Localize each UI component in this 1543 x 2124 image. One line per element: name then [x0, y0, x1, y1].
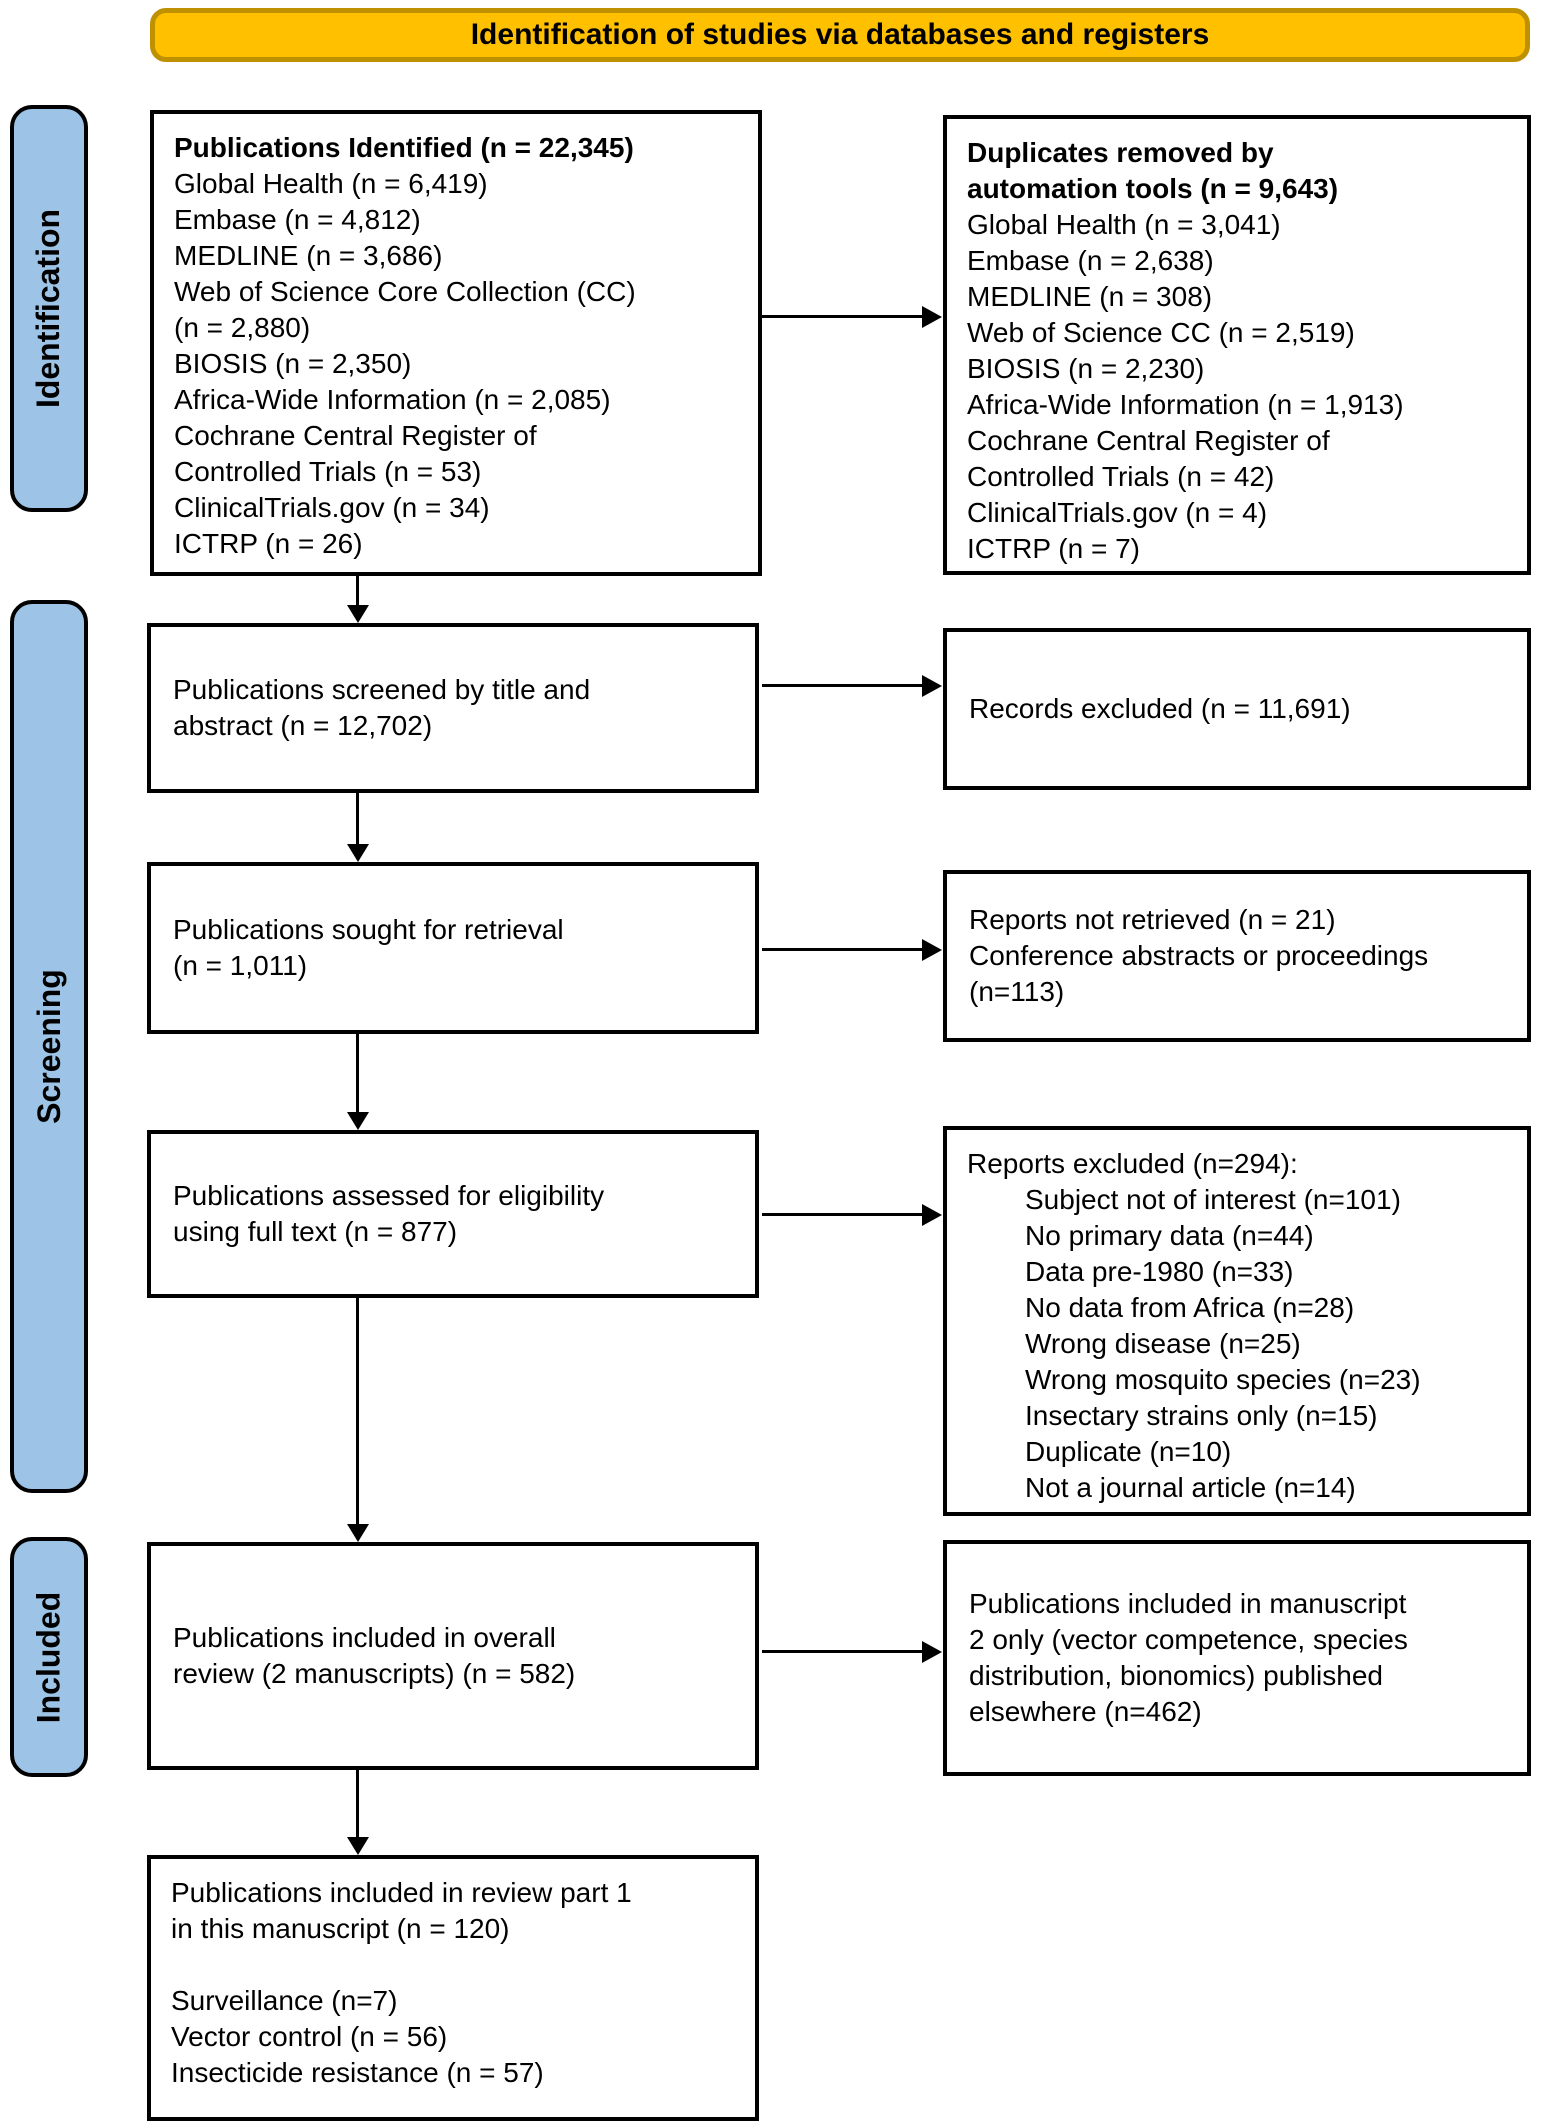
arrow-screened-to-records-excluded — [762, 684, 922, 687]
box-line: Publications included in manuscript — [969, 1588, 1407, 1619]
box-line: (n = 1,011) — [173, 950, 308, 981]
arrow-assessed-to-overall — [356, 1298, 359, 1525]
box-line: Duplicate (n=10) — [1025, 1436, 1232, 1467]
box-line: Reports not retrieved (n = 21) — [969, 904, 1336, 935]
arrow-sought-to-assessed — [356, 1034, 359, 1113]
box-line: BIOSIS (n = 2,230) — [967, 353, 1205, 384]
box-line: ICTRP (n = 7) — [967, 533, 1140, 564]
arrow-identified-to-duplicates — [762, 315, 922, 318]
box-line: distribution, bionomics) published — [969, 1660, 1383, 1691]
stage-rail-screening: Screening — [10, 600, 88, 1493]
box-line: abstract (n = 12,702) — [173, 710, 433, 741]
box-line: Vector control (n = 56) — [171, 2021, 448, 2052]
box-line: Publications included in overall — [173, 1622, 556, 1653]
stage-label-included: Included — [30, 1591, 67, 1723]
box-line: Records excluded (n = 11,691) — [969, 693, 1351, 724]
box-line: Data pre-1980 (n=33) — [1025, 1256, 1294, 1287]
box-line: Publications screened by title and — [173, 674, 591, 705]
box-line: Africa-Wide Information (n = 2,085) — [174, 384, 611, 415]
box-line: Reports excluded (n=294): — [967, 1148, 1298, 1179]
box-line: MEDLINE (n = 3,686) — [174, 240, 443, 271]
box-publications-included-overall: Publications included in overall review … — [147, 1542, 759, 1770]
box-line: Publications sought for retrieval — [173, 914, 564, 945]
box-records-excluded: Records excluded (n = 11,691) — [943, 628, 1531, 790]
box-publications-sought: Publications sought for retrieval (n = 1… — [147, 862, 759, 1034]
box-line: Insecticide resistance (n = 57) — [171, 2057, 544, 2088]
box-line: Publications included in review part 1 — [171, 1877, 632, 1908]
box-line: ICTRP (n = 26) — [174, 528, 363, 559]
stage-rail-included: Included — [10, 1537, 88, 1777]
box-line: ClinicalTrials.gov (n = 4) — [967, 497, 1268, 528]
box-line: Wrong disease (n=25) — [1025, 1328, 1301, 1359]
box-line: Wrong mosquito species (n=23) — [1025, 1364, 1421, 1395]
box-line: Not a journal article (n=14) — [1025, 1472, 1356, 1503]
box-publications-screened: Publications screened by title and abstr… — [147, 623, 759, 793]
box-line: BIOSIS (n = 2,350) — [174, 348, 412, 379]
box-line: Surveillance (n=7) — [171, 1985, 398, 2016]
arrow-screened-to-sought — [356, 793, 359, 845]
box-line: Web of Science Core Collection (CC) — [174, 276, 636, 307]
arrow-overall-to-part1 — [356, 1770, 359, 1838]
box-included-manuscript2-only: Publications included in manuscript 2 on… — [943, 1540, 1531, 1776]
box-line: Controlled Trials (n = 53) — [174, 456, 482, 487]
box-line: No primary data (n=44) — [1025, 1220, 1314, 1251]
box-line: elsewhere (n=462) — [969, 1696, 1202, 1727]
stage-label-screening: Screening — [30, 969, 67, 1124]
box-line: Embase (n = 2,638) — [967, 245, 1214, 276]
box-line: MEDLINE (n = 308) — [967, 281, 1213, 312]
box-line: Web of Science CC (n = 2,519) — [967, 317, 1355, 348]
diagram-title: Identification of studies via databases … — [470, 18, 1210, 51]
box-line: Subject not of interest (n=101) — [1025, 1184, 1401, 1215]
box-line: Embase (n = 4,812) — [174, 204, 421, 235]
box-reports-excluded: Reports excluded (n=294): Subject not of… — [943, 1126, 1531, 1516]
box-line: ClinicalTrials.gov (n = 34) — [174, 492, 490, 523]
box-title: Duplicates removed by — [967, 137, 1274, 168]
box-reports-not-retrieved: Reports not retrieved (n = 21) Conferenc… — [943, 870, 1531, 1042]
box-line: (n=113) — [969, 976, 1065, 1007]
arrow-sought-to-not-retrieved — [762, 948, 922, 951]
diagram-title-banner: Identification of studies via databases … — [150, 8, 1530, 62]
box-line: Cochrane Central Register of — [174, 420, 537, 451]
box-line: in this manuscript (n = 120) — [171, 1913, 510, 1944]
box-line: (n = 2,880) — [174, 312, 311, 343]
box-publications-assessed: Publications assessed for eligibility us… — [147, 1130, 759, 1298]
box-line: review (2 manuscripts) (n = 582) — [173, 1658, 576, 1689]
box-publications-included-part1: Publications included in review part 1 i… — [147, 1855, 759, 2121]
arrow-assessed-to-reports-excluded — [762, 1213, 922, 1216]
box-line: Publications assessed for eligibility — [173, 1180, 605, 1211]
box-line: 2 only (vector competence, species — [969, 1624, 1408, 1655]
box-line: Conference abstracts or proceedings — [969, 940, 1429, 971]
box-line: No data from Africa (n=28) — [1025, 1292, 1355, 1323]
arrow-identified-to-screened — [356, 575, 359, 606]
box-title: automation tools (n = 9,643) — [967, 173, 1339, 204]
box-publications-identified: Publications Identified (n = 22,345) Glo… — [150, 110, 762, 576]
box-line: Cochrane Central Register of — [967, 425, 1330, 456]
stage-rail-identification: Identification — [10, 105, 88, 512]
box-line: Africa-Wide Information (n = 1,913) — [967, 389, 1404, 420]
box-line: Controlled Trials (n = 42) — [967, 461, 1275, 492]
box-line: using full text (n = 877) — [173, 1216, 458, 1247]
box-line: Global Health (n = 6,419) — [174, 168, 488, 199]
box-line: Insectary strains only (n=15) — [1025, 1400, 1378, 1431]
stage-label-identification: Identification — [30, 208, 67, 409]
box-line: Global Health (n = 3,041) — [967, 209, 1281, 240]
box-title: Publications Identified (n = 22,345) — [174, 132, 634, 163]
arrow-overall-to-manuscript2 — [762, 1650, 922, 1653]
box-duplicates-removed: Duplicates removed by automation tools (… — [943, 115, 1531, 575]
